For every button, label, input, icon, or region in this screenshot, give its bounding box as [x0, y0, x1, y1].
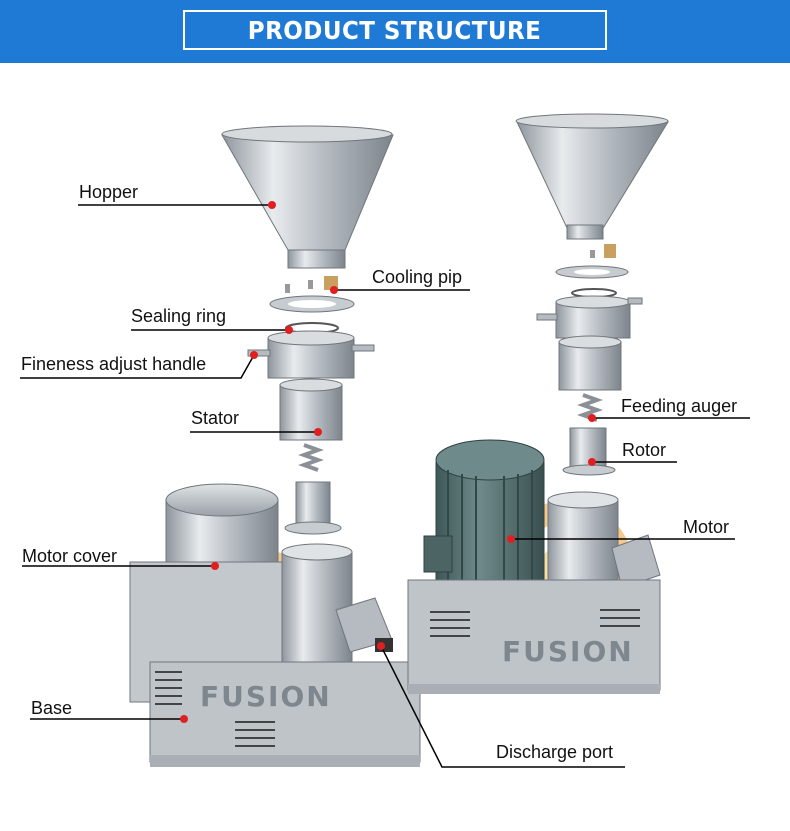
- label-rotor: Rotor: [622, 440, 667, 460]
- left-hopper: [221, 134, 394, 251]
- header-title-frame: PRODUCT STRUCTURE: [183, 10, 607, 50]
- label-hopper: Hopper: [79, 182, 139, 202]
- label-fineness-adjust-handle: Fineness adjust handle: [21, 354, 207, 374]
- label-discharge-port: Discharge port: [496, 742, 614, 762]
- right-machine: [407, 113, 669, 694]
- part-markers: [180, 201, 596, 723]
- label-cooling-pip: Cooling pip: [372, 267, 463, 287]
- leader-fineness-handle: [20, 354, 255, 379]
- label-stator: Stator: [191, 408, 240, 428]
- watermark-text-right: FUSION: [502, 635, 634, 668]
- leader-lines: [20, 204, 750, 768]
- watermark-text-left: FUSION: [200, 680, 332, 713]
- left-machine: [129, 125, 421, 767]
- label-feeding-auger: Feeding auger: [621, 396, 738, 416]
- label-motor: Motor: [683, 517, 730, 537]
- right-hopper: [516, 121, 669, 231]
- leader-discharge-port: [380, 645, 625, 768]
- header-banner: PRODUCT STRUCTURE: [0, 0, 790, 63]
- label-sealing-ring: Sealing ring: [131, 306, 227, 326]
- label-base: Base: [31, 698, 73, 718]
- label-motor-cover: Motor cover: [22, 546, 118, 566]
- page-title: PRODUCT STRUCTURE: [248, 15, 542, 45]
